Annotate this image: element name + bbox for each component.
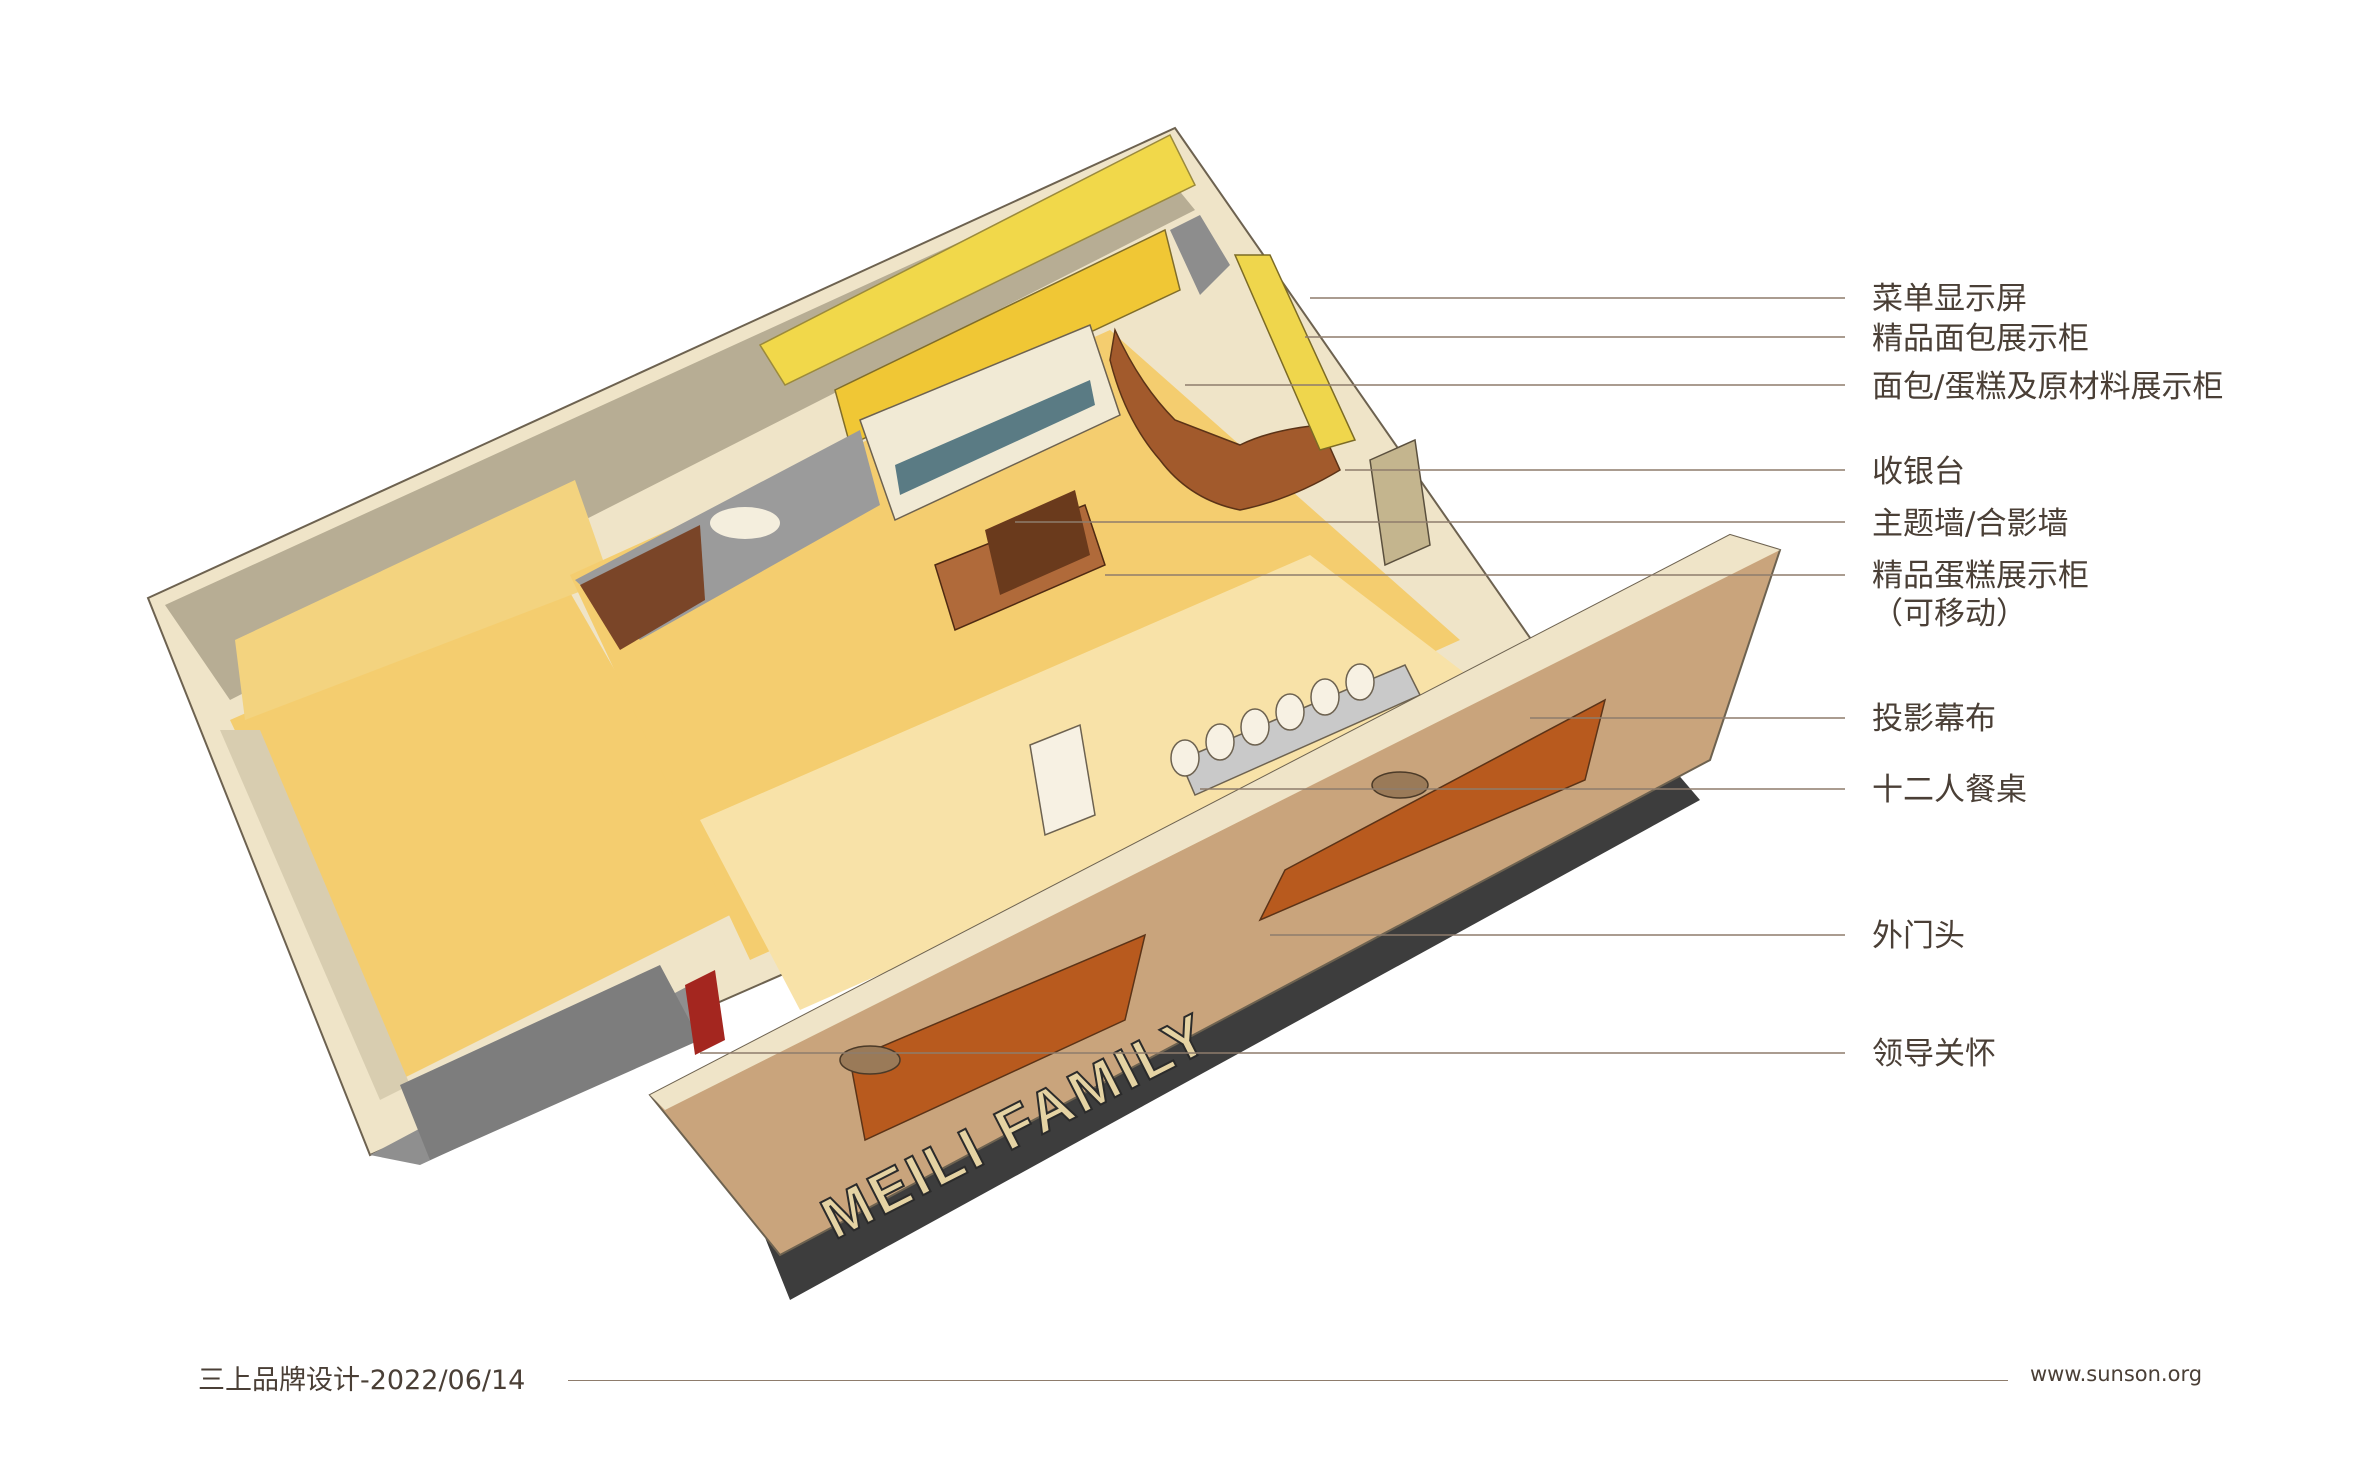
top-cabinet-row [758,133,1197,386]
label-storefront: 外门头 [1872,918,1965,954]
label-cake-cabinet: 精品蛋糕展示柜 [1872,558,2089,594]
side-door [1369,438,1431,567]
cake-island-top [985,490,1090,595]
footer-website: www.sunson.org [2030,1362,2203,1386]
label-materials-cabinet: 面包/蛋糕及原材料展示柜 [1872,369,2224,405]
left-room-wall [220,730,410,1100]
theme-wall-slats [580,525,705,650]
pillar [1029,723,1096,837]
leader-lines [700,297,1845,1054]
label-bread-cabinet: 精品面包展示柜 [1872,321,2089,357]
fridge [1170,215,1230,295]
corridor-floor [235,480,610,720]
counter-row [834,228,1181,447]
lower-left-block [400,965,700,1160]
leader-care-panel [685,970,725,1055]
facade-logo-right [1371,771,1429,799]
cashier-counter [1109,327,1341,511]
left-room-floor [230,575,750,1080]
dining-chairs [1170,663,1375,777]
label-theme-wall: 主题墙/合影墙 [1872,506,2069,542]
bread-display-glass [895,380,1095,495]
facade-recess-right [1258,698,1607,922]
footer-credit: 三上品牌设计-2022/06/14 [198,1365,526,1396]
facade-recess-left [849,933,1147,1142]
facade-logo-left [839,1045,901,1075]
footer-divider [568,1380,2008,1381]
label-leader-care: 领导关怀 [1872,1036,1996,1072]
label-cashier: 收银台 [1872,454,1965,490]
label-cake-cabinet-note: （可移动） [1872,596,2027,632]
facade-top-edge [650,535,1780,1110]
theme-wall-logo [710,507,780,539]
label-menu-screen: 菜单显示屏 [1872,281,2027,317]
label-dining-table: 十二人餐桌 [1872,772,2027,808]
label-projection-screen: 投影幕布 [1872,701,1996,737]
